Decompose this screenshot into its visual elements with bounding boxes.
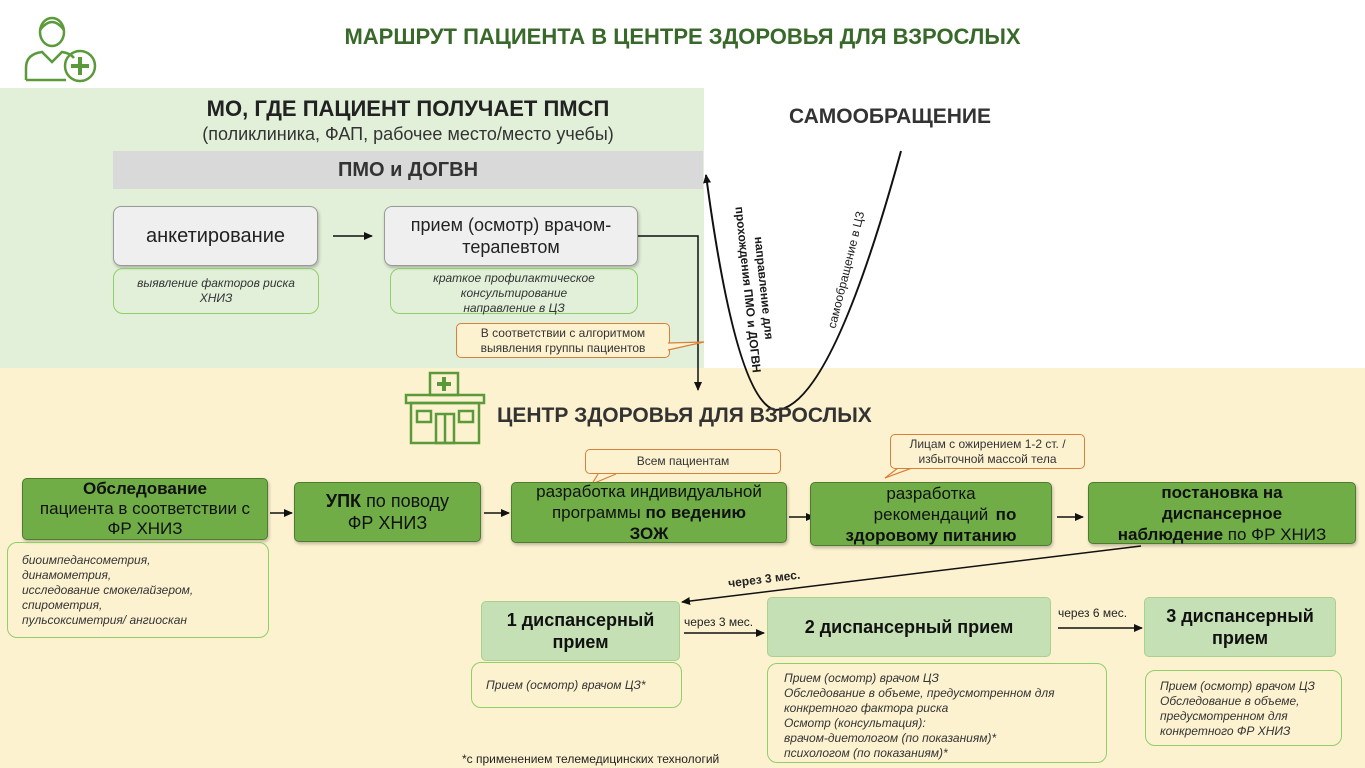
visit-3-box: 3 диспансерный прием	[1144, 597, 1336, 657]
pmo-bar: ПМО и ДОГВН	[113, 151, 703, 189]
exam-note-line: спирометрия,	[22, 598, 103, 612]
visit-1-box: 1 диспансерный прием	[481, 601, 680, 661]
reception-box: прием (осмотр) врачом-терапевтом	[384, 206, 638, 266]
reception-note-line-1: краткое профилактическое консультировани…	[433, 271, 595, 300]
mo-title: МО, ГДЕ ПАЦИЕНТ ПОЛУЧАЕТ ПМСП	[206, 96, 610, 121]
algorithm-note: В соответствии с алгоритмом выявления гр…	[456, 323, 670, 358]
nutrition-box: разработка рекомендаций по здоровому пит…	[810, 482, 1052, 546]
center-section-background	[0, 368, 1365, 768]
visit-2-note-line: конкретного фактора риска	[784, 701, 949, 715]
exam-bold: Обследование	[82, 479, 207, 498]
dispensary-to-visit1-arrow	[681, 545, 1142, 606]
reception-note: краткое профилактическое консультировани…	[390, 268, 638, 315]
interval-label-3: через 6 мес.	[1058, 606, 1128, 620]
footnote: *с применением телемедицинских технологи…	[462, 752, 720, 766]
obesity-note: Лицам с ожирением 1-2 ст. / избыточной м…	[890, 434, 1085, 469]
exam-box: Обследование пациента в соответствии с Ф…	[22, 478, 268, 540]
visit-2-note-line: врачом-диетологом (по показаниям)*	[784, 731, 997, 745]
upk-text-1: по поводу	[366, 491, 450, 511]
visit-3-note-line: Обследование в объеме,	[1160, 694, 1300, 708]
health-center-icon	[404, 371, 486, 445]
visit-3-note-line: предусмотренном для	[1160, 709, 1288, 723]
survey-box: анкетирование	[113, 206, 318, 266]
mo-subtitle: (поликлиника, ФАП, рабочее место/место у…	[202, 124, 614, 144]
program-bold-1: по ведению	[645, 503, 747, 522]
obesity-note-line-2: избыточной массой тела	[918, 452, 1057, 466]
exam-note: биоимпедансометрия, динамометрия, исслед…	[7, 542, 269, 638]
dispensary-bold-3: наблюдение	[1117, 524, 1224, 544]
page-title: МАРШРУТ ПАЦИЕНТА В ЦЕНТРЕ ЗДОРОВЬЯ ДЛЯ В…	[344, 24, 1021, 49]
visit-1-note: Прием (осмотр) врачом ЦЗ*	[471, 662, 682, 708]
interval-label-2: через 3 мес.	[684, 615, 754, 629]
exam-note-line: пульсоксиметрия/ ангиоскан	[22, 613, 187, 627]
center-title: ЦЕНТР ЗДОРОВЬЯ ДЛЯ ВЗРОСЛЫХ	[497, 404, 872, 427]
dispensary-text: по ФР ХНИЗ	[1227, 524, 1327, 544]
visit-2-box: 2 диспансерный прием	[767, 597, 1051, 657]
visit-2-note-line: Обследование в объеме, предусмотренном д…	[784, 686, 1055, 700]
program-box: разработка индивидуальной программы по в…	[511, 482, 787, 543]
all-patients-note: Всем пациентам	[585, 449, 781, 474]
exam-text: пациента в соответствии с ФР ХНИЗ	[39, 499, 251, 538]
exam-note-line: биоимпедансометрия,	[22, 553, 151, 567]
exam-note-line: исследование смокелайзером,	[22, 583, 194, 597]
obesity-pointer	[884, 467, 913, 479]
visit-3-note-line: конкретного ФР ХНИЗ	[1160, 724, 1291, 738]
nutrition-text: разработка рекомендаций	[873, 483, 989, 524]
exam-note-line: динамометрия,	[22, 568, 112, 582]
survey-note: выявление факторов риска ХНИЗ	[113, 268, 319, 314]
visit-3-note-line: Прием (осмотр) врачом ЦЗ	[1160, 679, 1315, 693]
visit-2-note: Прием (осмотр) врачом ЦЗ Обследование в …	[767, 663, 1107, 763]
self-referral-curve	[703, 150, 902, 412]
dispensary-bold-1: постановка на	[1161, 482, 1283, 502]
upk-text-2: ФР ХНИЗ	[347, 513, 428, 533]
program-text: разработка индивидуальной программы	[536, 482, 762, 522]
visit-3-note: Прием (осмотр) врачом ЦЗ Обследование в …	[1145, 670, 1342, 746]
self-referral-title: САМООБРАЩЕНИЕ	[788, 105, 992, 128]
nutrition-bold-1: по	[995, 504, 1017, 524]
visit-2-note-line: психологом (по показаниям)*	[784, 746, 948, 760]
upk-box: УПК по поводу ФР ХНИЗ	[294, 482, 481, 542]
callout-pointer	[667, 341, 705, 351]
doctor-plus-icon	[24, 16, 97, 83]
nutrition-bold-2: здоровому питанию	[845, 525, 1017, 545]
reception-to-center-arrow	[638, 235, 702, 391]
program-bold-2: ЗОЖ	[629, 524, 669, 543]
obesity-note-line-1: Лицам с ожирением 1-2 ст. /	[909, 437, 1066, 451]
upk-bold: УПК	[325, 491, 362, 511]
visit-2-note-line: Осмотр (консультация):	[784, 716, 926, 730]
visit-2-note-line: Прием (осмотр) врачом ЦЗ	[784, 671, 939, 685]
dispensary-bold-2: диспансерное	[1161, 503, 1283, 523]
dispensary-box: постановка на диспансерное наблюдение по…	[1088, 482, 1356, 544]
reception-note-line-2: направление в ЦЗ	[463, 301, 565, 315]
